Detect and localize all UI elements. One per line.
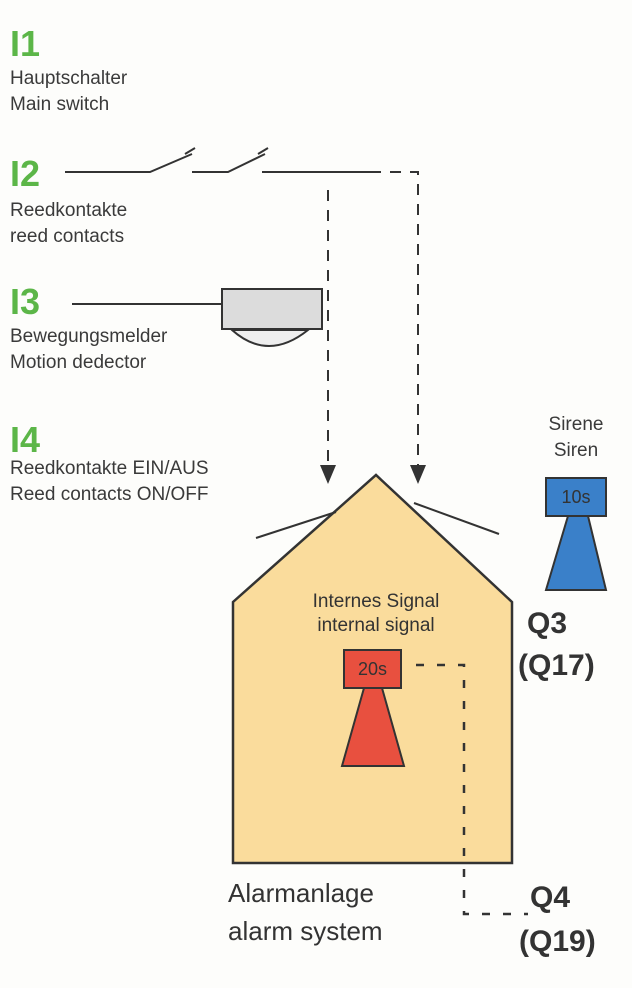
input-i4-label-en: Reed contacts ON/OFF [10, 484, 209, 505]
roof-line-right [413, 502, 500, 535]
input-i2-label-en: reed contacts [10, 226, 125, 247]
siren-label-de: Sirene [548, 414, 604, 435]
input-i2-id: I2 [10, 153, 41, 194]
input-i1-label-en: Main switch [10, 94, 110, 115]
input-i1-id: I1 [10, 23, 41, 64]
input-i1-label-de: Hauptschalter [10, 68, 128, 89]
house-label-en: alarm system [228, 916, 383, 946]
internal-label-de: Internes Signal [312, 591, 440, 612]
internal-output-dashed-line [416, 663, 528, 916]
internal-timer-value: 20s [357, 659, 388, 679]
input-i3-label-de: Bewegungsmelder [10, 326, 168, 347]
input-i3-id: I3 [10, 281, 41, 322]
siren-output-q3: Q3 [527, 607, 568, 640]
siren-output-q17: (Q17) [518, 649, 595, 682]
reed-signal-arrowhead [410, 465, 426, 484]
siren-horn-icon [544, 515, 608, 591]
reed-signal-dashed-line [370, 171, 419, 465]
motion-detector-icon [221, 288, 323, 347]
motion-signal-arrowhead [320, 465, 336, 484]
input-i3-label-en: Motion dedector [10, 352, 147, 373]
siren-label-en: Siren [553, 440, 599, 461]
internal-label-en: internal signal [317, 615, 435, 636]
reed-contact-line [65, 147, 370, 173]
roof-line-left [255, 511, 337, 539]
internal-horn-icon [340, 687, 406, 767]
internal-output-q4: Q4 [530, 881, 571, 914]
input-i2-label-de: Reedkontakte [10, 200, 128, 221]
siren-timer-value: 10s [561, 487, 591, 507]
internal-output-q19: (Q19) [519, 925, 596, 958]
internal-timer-box [343, 649, 402, 689]
input-i4-label-de: Reedkontakte EIN/AUS [10, 458, 209, 479]
house-label-de: Alarmanlage [228, 878, 374, 908]
input-i4-id: I4 [10, 419, 41, 460]
